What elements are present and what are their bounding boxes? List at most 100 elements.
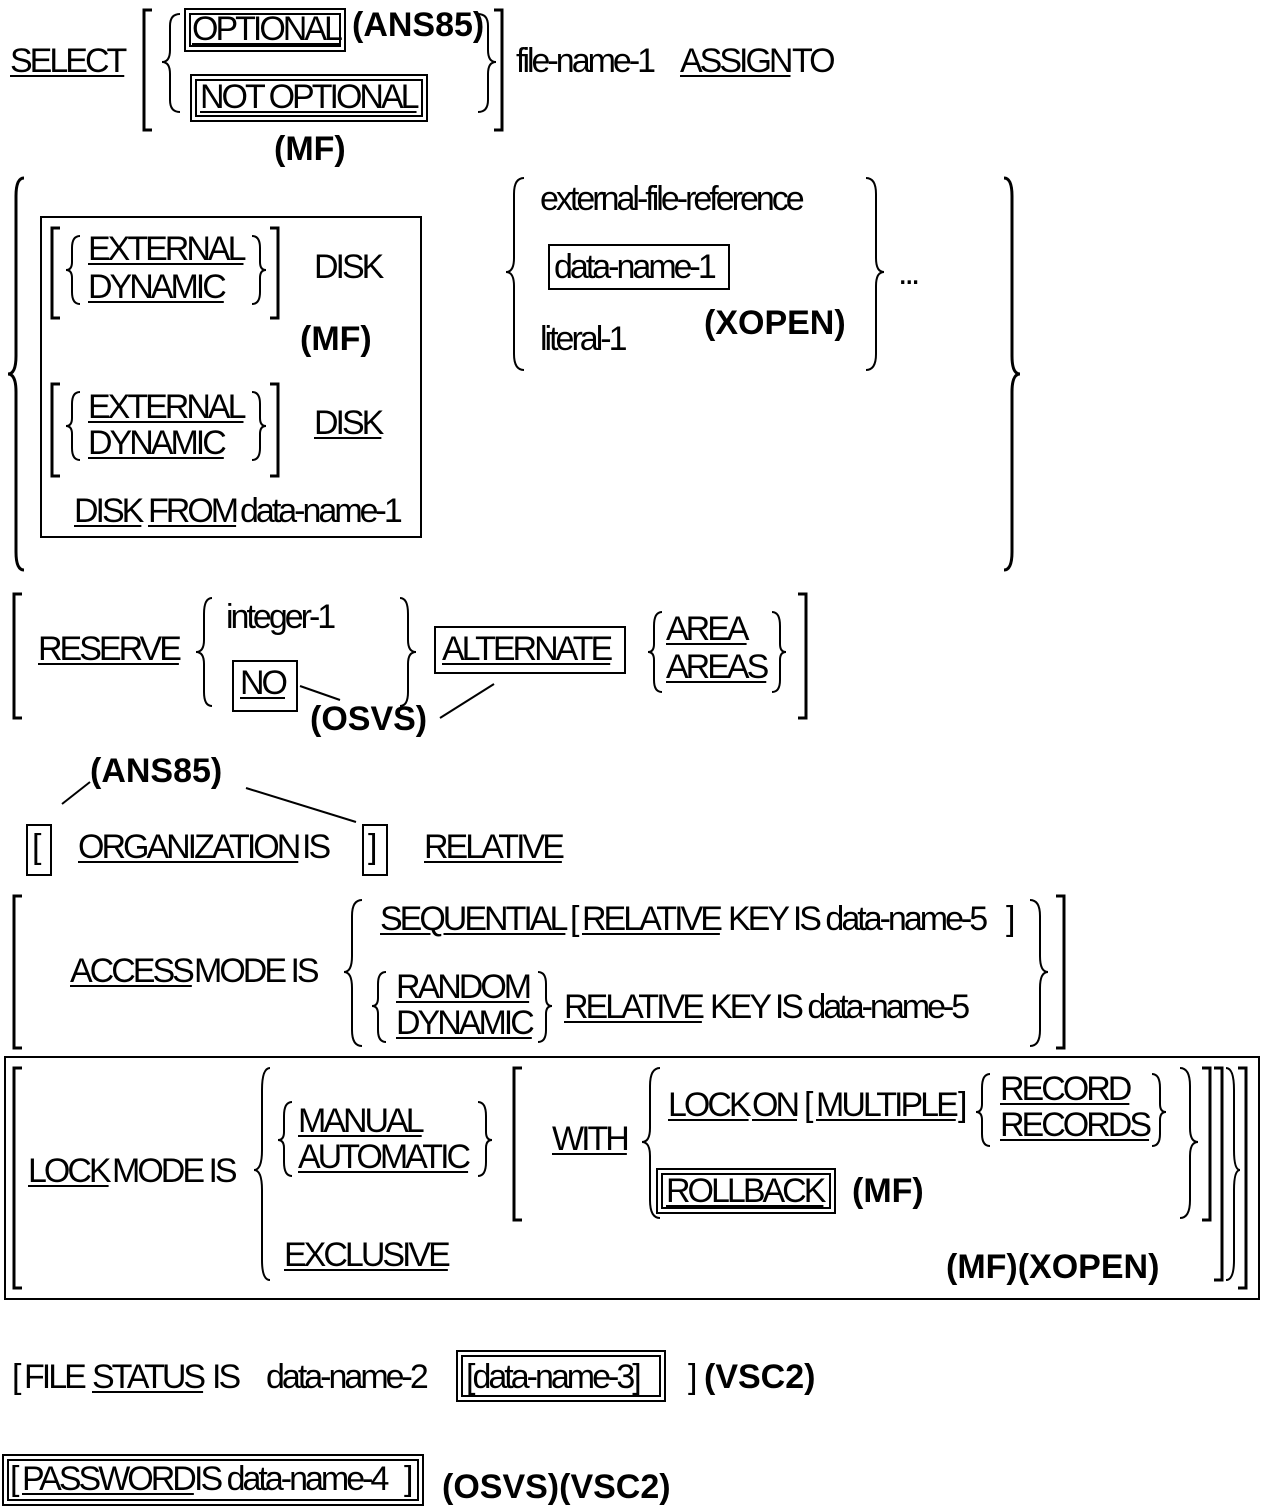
manual-right-brace [477, 1101, 493, 1177]
keyword-optional: OPTIONAL [192, 10, 343, 48]
organization-right-bracket-box [362, 824, 388, 876]
row1-right-square-bracket [494, 8, 504, 132]
row1-right-brace [477, 13, 497, 113]
operand-data-name-2: data-name-2 [266, 1358, 429, 1396]
keyword-organization-is: IS [302, 828, 331, 866]
keyword-relative: RELATIVE [424, 828, 565, 866]
tag-xopen-assign: (XOPEN) [704, 304, 846, 342]
reserve-left-square-bracket [12, 592, 22, 720]
lock-main-right-brace [1225, 1067, 1241, 1281]
tag-mf-not-optional: (MF) [274, 130, 346, 168]
relative-key-is-random: KEY IS data-name-5 [710, 988, 970, 1026]
keyword-status: STATUS [92, 1358, 206, 1396]
keyword-random: RANDOM [396, 968, 532, 1006]
sequential-left-bracket: [ [570, 900, 580, 938]
keyword-access-mode-is: MODE IS [194, 952, 320, 990]
mf-assign-box [40, 216, 422, 538]
ext-dyn-2-right-brace [251, 391, 267, 461]
osvs-pointer-alternate [439, 683, 495, 719]
keyword-record: RECORD [1000, 1070, 1132, 1108]
area-right-brace [771, 611, 787, 693]
organization-left-bracket: [ [32, 828, 42, 866]
keyword-assign: ASSIGN [680, 42, 793, 80]
keyword-access: ACCESS [70, 952, 195, 990]
ext-dyn-2-left-bracket [50, 382, 60, 478]
ext-dyn-1-right-bracket [270, 226, 280, 320]
keyword-not-optional: NOT OPTIONAL [200, 78, 420, 116]
lock-mode-box [4, 1056, 1260, 1300]
data-name-1-box [548, 244, 730, 290]
keyword-relative-random: RELATIVE [564, 988, 705, 1026]
record-right-brace [1151, 1073, 1167, 1147]
keyword-multiple: MULTIPLE [816, 1086, 959, 1124]
keyword-disk-1: DISK [314, 248, 384, 286]
ext-dyn-1-left-bracket [50, 226, 60, 320]
access-right-brace [1029, 899, 1049, 1047]
keyword-lock-on-lock: LOCK [668, 1086, 752, 1124]
keyword-manual: MANUAL [298, 1102, 425, 1140]
keyword-areas: AREAS [666, 648, 769, 686]
with-left-brace [641, 1067, 661, 1219]
keyword-dynamic-access: DYNAMIC [396, 1004, 535, 1042]
file-status-left-bracket: [ [12, 1358, 22, 1396]
keyword-external-2: EXTERNAL [88, 388, 246, 426]
tag-osvs-reserve: (OSVS) [310, 700, 428, 738]
tag-mf-xopen-lock: (MF)(XOPEN) [946, 1248, 1160, 1286]
not-optional-box [190, 74, 428, 122]
ref-left-brace [505, 177, 525, 371]
with-left-square-bracket [512, 1066, 522, 1222]
keyword-area: AREA [666, 610, 750, 648]
lock-left-square-bracket [12, 1066, 22, 1290]
optional-box [184, 8, 346, 52]
keyword-disk-from-disk: DISK [74, 492, 144, 530]
no-box [232, 660, 298, 712]
reserve-right-square-bracket [798, 592, 808, 720]
organization-left-bracket-box [26, 824, 52, 876]
password-box [2, 1454, 424, 1506]
keyword-automatic: AUTOMATIC [298, 1138, 471, 1176]
data-name-3-box [456, 1350, 666, 1402]
tag-mf-rollback: (MF) [852, 1172, 924, 1210]
access-right-square-bracket [1056, 894, 1066, 1050]
password-left-bracket: [ [10, 1460, 20, 1498]
keyword-file: FILE [24, 1358, 87, 1396]
keyword-alternate: ALTERNATE [442, 630, 613, 668]
osvs-pointer-no [299, 685, 341, 701]
operand-disk-from-data-name-1: data-name-1 [240, 492, 403, 530]
keyword-sequential: SEQUENTIAL [380, 900, 568, 938]
keyword-relative-sequential: RELATIVE [582, 900, 723, 938]
operand-data-name-3: [data-name-3] [466, 1358, 642, 1396]
operand-external-file-reference: external-file-reference [540, 180, 805, 218]
keyword-password: PASSWORD [22, 1460, 197, 1498]
keyword-to: TO [792, 42, 836, 80]
tag-ans85-organization: (ANS85) [90, 752, 223, 790]
ext-dyn-2-right-bracket [270, 382, 280, 478]
password-is-data-name-4: IS data-name-4 [194, 1460, 389, 1498]
keyword-organization: ORGANIZATION [78, 828, 301, 866]
with-right-brace [1179, 1067, 1199, 1219]
operand-literal-1: literal-1 [540, 320, 628, 358]
area-left-brace [647, 611, 663, 693]
keyword-disk-2: DISK [314, 404, 384, 442]
lock-right-square-bracket-outer [1238, 1066, 1248, 1290]
assign-left-brace [7, 176, 25, 572]
assign-right-brace [1003, 176, 1021, 572]
keyword-lock: LOCK [28, 1152, 112, 1190]
organization-right-bracket: ] [368, 828, 378, 866]
sequential-right-bracket: ] [1006, 900, 1016, 938]
keyword-records: RECORDS [1000, 1106, 1152, 1144]
multiple-right-bracket: ] [958, 1086, 968, 1124]
random-right-brace [537, 971, 553, 1043]
keyword-no: NO [240, 664, 288, 702]
tag-ans85-optional: (ANS85) [352, 6, 485, 44]
multiple-left-bracket: [ [804, 1086, 814, 1124]
ans85-pointer-left [61, 781, 91, 805]
lock-right-square-bracket-inner [1214, 1066, 1224, 1282]
keyword-select: SELECT [10, 42, 127, 80]
file-status-right-bracket: ] [688, 1358, 698, 1396]
keyword-exclusive: EXCLUSIVE [284, 1236, 451, 1274]
ref-right-brace [865, 177, 885, 371]
rollback-box [656, 1168, 836, 1214]
